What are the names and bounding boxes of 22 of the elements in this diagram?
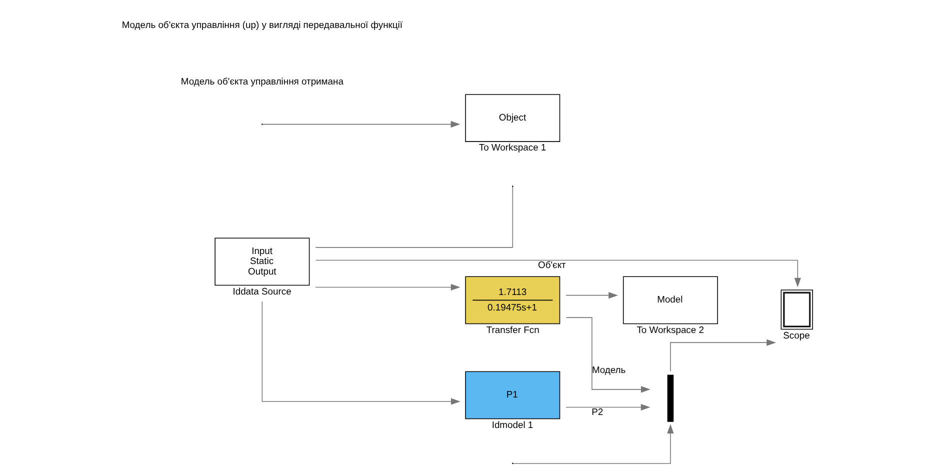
node-bar [667,374,674,422]
label: Модель об'єкта управління (up) у вигляді передавальної функції [122,18,403,30]
node-label: To Workspace 1 [478,142,546,153]
edge-label: P2 [592,406,604,417]
edge-label: Об'єкт [538,258,566,270]
arrow [315,260,801,288]
arrow [315,284,460,291]
arrow [566,292,618,299]
edge-label: Модель [592,364,626,375]
arrow [262,121,460,128]
arrow [670,339,776,372]
node-label: To Workspace 2 [636,324,704,335]
label: Модель об'єкта управління отримана [180,75,344,86]
node-label: Idmodel 1 [492,418,534,430]
node-label: Scope [783,329,810,340]
connector [315,186,514,248]
node-label: Transfer Fcn [486,324,540,335]
arrow [566,317,650,393]
arrow [566,404,650,411]
arrow [262,301,460,405]
arrow [512,424,674,464]
node-label: Iddata Source [232,285,292,296]
